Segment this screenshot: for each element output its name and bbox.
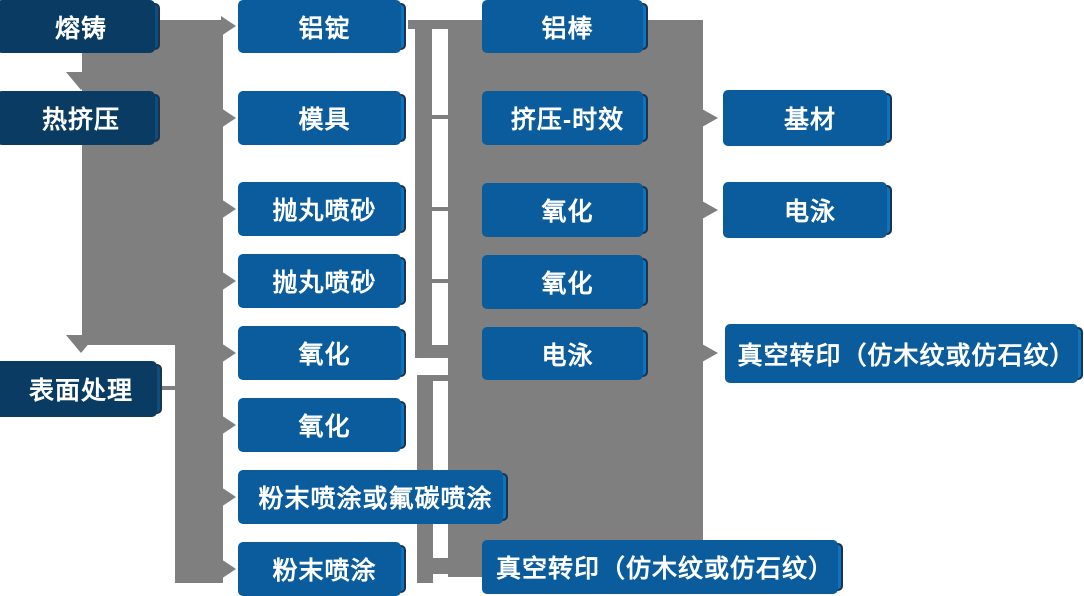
arrow-to-muju-icon — [221, 108, 236, 128]
arrow-down-to-rejiya-icon — [66, 72, 96, 90]
node-dianyong-1: 电泳 — [482, 327, 648, 380]
node-label: 模具 — [298, 106, 351, 134]
node-fenmo-pentu: 粉末喷涂 — [238, 542, 406, 596]
mid-stub-bottom — [432, 558, 450, 574]
node-fenmo-or-futan: 粉末喷涂或氟碳喷涂 — [238, 470, 508, 524]
node-label: 热挤压 — [41, 106, 120, 134]
node-zhenkong-right: 真空转印（仿木纹或仿石纹） — [725, 324, 1083, 383]
node-label: 表面处理 — [28, 377, 133, 405]
node-label: 铝锭 — [298, 14, 351, 43]
node-label: 抛丸喷砂 — [272, 269, 377, 297]
node-rongzhu: 熔铸 — [0, 0, 160, 53]
node-dianyong-2: 电泳 — [723, 182, 892, 238]
mid-stub-lower-top — [432, 375, 450, 381]
arrow-to-jicai-icon — [702, 109, 718, 127]
node-lvbang: 铝棒 — [482, 0, 648, 53]
node-yanghua-3: 氧化 — [482, 183, 648, 237]
node-biaomianchuli: 表面处理 — [0, 361, 162, 417]
node-zhenkong-bottom: 真空转印（仿木纹或仿石纹） — [482, 540, 843, 594]
node-paowan-pensha-1: 抛丸喷砂 — [238, 182, 406, 236]
node-label: 氧化 — [541, 270, 594, 298]
node-rejiya: 热挤压 — [0, 91, 160, 145]
arrow-down-to-biaomian-icon — [66, 335, 96, 353]
node-label: 真空转印（仿木纹或仿石纹） — [495, 555, 834, 583]
trunk-mid-upper — [415, 20, 432, 358]
biaomian-link-line — [161, 386, 176, 390]
node-label: 铝棒 — [541, 14, 594, 43]
arrow-to-yanghua-1-icon — [221, 343, 236, 363]
arrow-to-lvding-icon — [221, 16, 236, 36]
node-jiya-shixiao: 挤压-时效 — [482, 91, 648, 145]
mid-line-row4 — [431, 279, 450, 283]
arrow-to-paowan-2-icon — [221, 271, 236, 291]
mid-line-row2 — [431, 115, 450, 119]
trunk-left-narrow — [175, 345, 223, 583]
arrow-to-fenmo-or-futan-icon — [221, 487, 236, 507]
node-lvding: 铝锭 — [238, 0, 406, 53]
arrow-to-dianyong-2-icon — [702, 201, 718, 219]
node-label: 抛丸喷砂 — [272, 197, 377, 225]
mid-stub-row5 — [431, 345, 448, 358]
node-muju: 模具 — [238, 91, 406, 145]
node-label: 基材 — [783, 106, 836, 134]
node-label: 粉末喷涂或氟碳喷涂 — [258, 485, 493, 513]
node-label: 真空转印（仿木纹或仿石纹） — [737, 341, 1076, 370]
node-label: 电泳 — [783, 198, 836, 226]
node-label: 熔铸 — [54, 14, 107, 43]
node-label: 氧化 — [541, 198, 594, 226]
node-yanghua-2: 氧化 — [238, 398, 406, 452]
node-label: 电泳 — [541, 341, 594, 370]
mid-stub-row1 — [408, 20, 451, 29]
node-label: 氧化 — [298, 413, 351, 441]
node-paowan-pensha-2: 抛丸喷砂 — [238, 254, 406, 308]
node-yanghua-1: 氧化 — [238, 326, 406, 380]
arrow-to-paowan-1-icon — [221, 199, 236, 219]
node-label: 氧化 — [298, 341, 351, 369]
mid-line-row3 — [431, 207, 450, 211]
node-jicai: 基材 — [723, 90, 892, 146]
arrow-to-zhenkong-right-icon — [702, 344, 718, 362]
node-label: 挤压-时效 — [510, 106, 625, 134]
trunk-left-wide — [82, 20, 223, 345]
arrow-to-yanghua-2-icon — [221, 415, 236, 435]
node-yanghua-4: 氧化 — [482, 255, 648, 309]
arrow-to-fenmo-pentu-icon — [221, 559, 236, 579]
node-label: 粉末喷涂 — [272, 557, 377, 585]
